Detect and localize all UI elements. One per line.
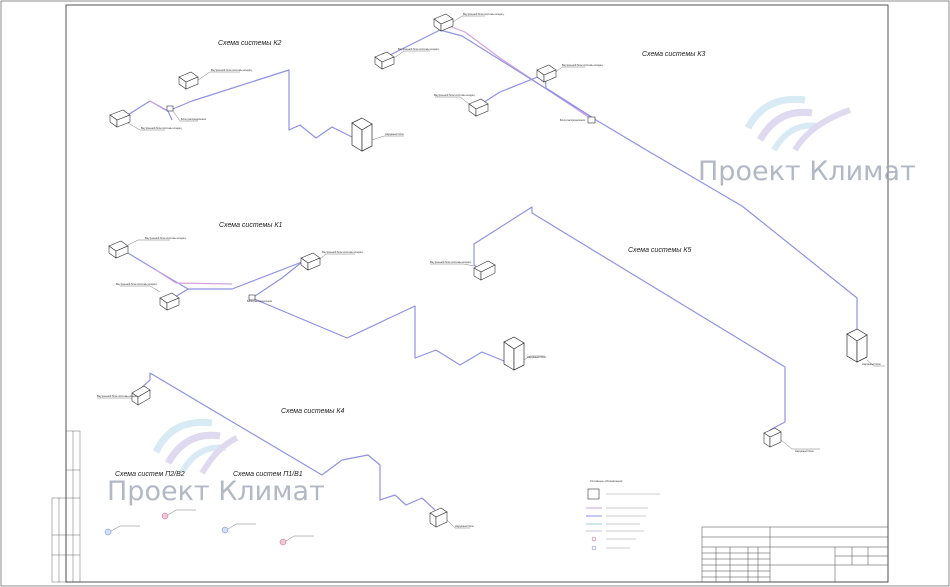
duct-k1-pink: [155, 269, 233, 285]
fan-symbol: [279, 538, 287, 546]
branch-label: Блок распределения: [560, 118, 586, 122]
branch-label: Блок распределения: [247, 299, 273, 303]
unit-label: Внутренний блок системы кондиц.: [97, 394, 139, 398]
outdoor-unit: [351, 117, 373, 152]
unit-block: [108, 240, 129, 259]
unit-block: [473, 260, 496, 281]
scheme-title-k1: Схема системы К1: [219, 222, 282, 229]
outdoor-unit: [846, 328, 868, 363]
scheme-title-k2: Схема системы К2: [218, 40, 281, 47]
unit-label: Внутренний блок системы кондиц.: [322, 250, 364, 254]
legend-unit-symbol: [587, 488, 600, 500]
watermark-logo: [744, 95, 851, 152]
unit-block: [429, 507, 448, 528]
unit-block: [763, 427, 782, 448]
duct-k4: [137, 372, 436, 511]
unit-block: [536, 64, 557, 83]
unit-block: [178, 71, 199, 90]
duct-k3: [385, 29, 858, 338]
unit-block: [468, 98, 489, 117]
scheme-title-k4: Схема системы К4: [281, 408, 344, 415]
unit-label: Внутренний блок системы кондиц.: [463, 12, 505, 16]
scheme-k2: Внутренний блок системы кондиц. Внутренн…: [109, 40, 405, 152]
unit-label: Внутренний блок системы кондиц.: [430, 260, 472, 264]
outdoor-unit: [503, 336, 525, 371]
legend-symbol: [591, 545, 597, 551]
legend-symbol: [591, 536, 597, 542]
unit-label: Внутренний блок системы кондиц.: [562, 63, 604, 67]
scheme-title-k5: Схема системы К5: [628, 247, 691, 254]
side-stamp: [51, 430, 81, 583]
scheme-k1: Внутренний блок системы кондиц. Внутренн…: [108, 222, 547, 371]
branch-box: [248, 294, 256, 301]
fan-symbol: [161, 512, 169, 520]
unit-block: [109, 109, 131, 128]
fan-symbol: [104, 528, 112, 536]
outdoor-label: Наружный блок: [385, 132, 405, 136]
scheme-k3: Внутренний блок системы кондиц. Внутренн…: [374, 12, 858, 338]
scheme-k5: Внутренний блок системы кондиц. Наружный…: [430, 206, 885, 453]
unit-block: [300, 252, 321, 271]
unit-label: Внутренний блок системы кондиц.: [211, 68, 253, 72]
unit-label: Внутренний блок системы кондиц.: [434, 93, 476, 97]
unit-block: [374, 51, 395, 70]
branch-label: Блок распределения: [181, 117, 207, 121]
unit-block: [131, 385, 151, 406]
legend-text-lines: [606, 493, 660, 549]
scheme-title-k3: Схема системы К3: [642, 51, 705, 58]
watermark-text: Проект Климат: [107, 476, 325, 507]
branch-box: [587, 116, 596, 124]
unit-block: [433, 13, 454, 32]
legend-title: Условные обозначения: [590, 479, 623, 483]
scheme-p2v2: Схема систем П2/В2: [104, 471, 196, 536]
scheme-title-p1v1: Схема систем П1/В1: [233, 471, 303, 478]
outdoor-label: Наружный блок: [795, 449, 815, 453]
unit-label: Внутренний блок системы кондиц.: [145, 236, 187, 240]
title-block: [701, 526, 889, 583]
duct-k2-branch: [167, 110, 173, 121]
legend: Условные обозначения: [586, 479, 660, 551]
unit-block: [159, 292, 180, 311]
duct-k5: [473, 206, 786, 431]
duct-k1: [117, 246, 505, 366]
scheme-title-p2v2: Схема систем П2/В2: [115, 471, 185, 478]
scheme-k4: Внутренний блок системы кондиц. Наружный…: [97, 372, 475, 529]
outdoor-label: Наружный блок: [527, 355, 547, 359]
watermark-logo: [152, 418, 239, 475]
fan-symbol: [221, 526, 229, 534]
outdoor-label: Наружный блок: [862, 362, 882, 366]
unit-label: Внутренний блок системы кондиц.: [116, 282, 158, 286]
outdoor-label: Наружный блок: [455, 524, 475, 528]
unit-label: Внутренний блок системы кондиц.: [141, 126, 183, 130]
watermark-text: Проект Климат: [698, 156, 916, 187]
branch-box: [166, 105, 174, 112]
unit-label: Внутренний блок системы кондиц.: [398, 47, 440, 51]
duct-k2-branch: [149, 100, 166, 111]
inner-frame: [65, 4, 889, 583]
scheme-p1v1: Схема систем П1/В1: [221, 471, 314, 546]
